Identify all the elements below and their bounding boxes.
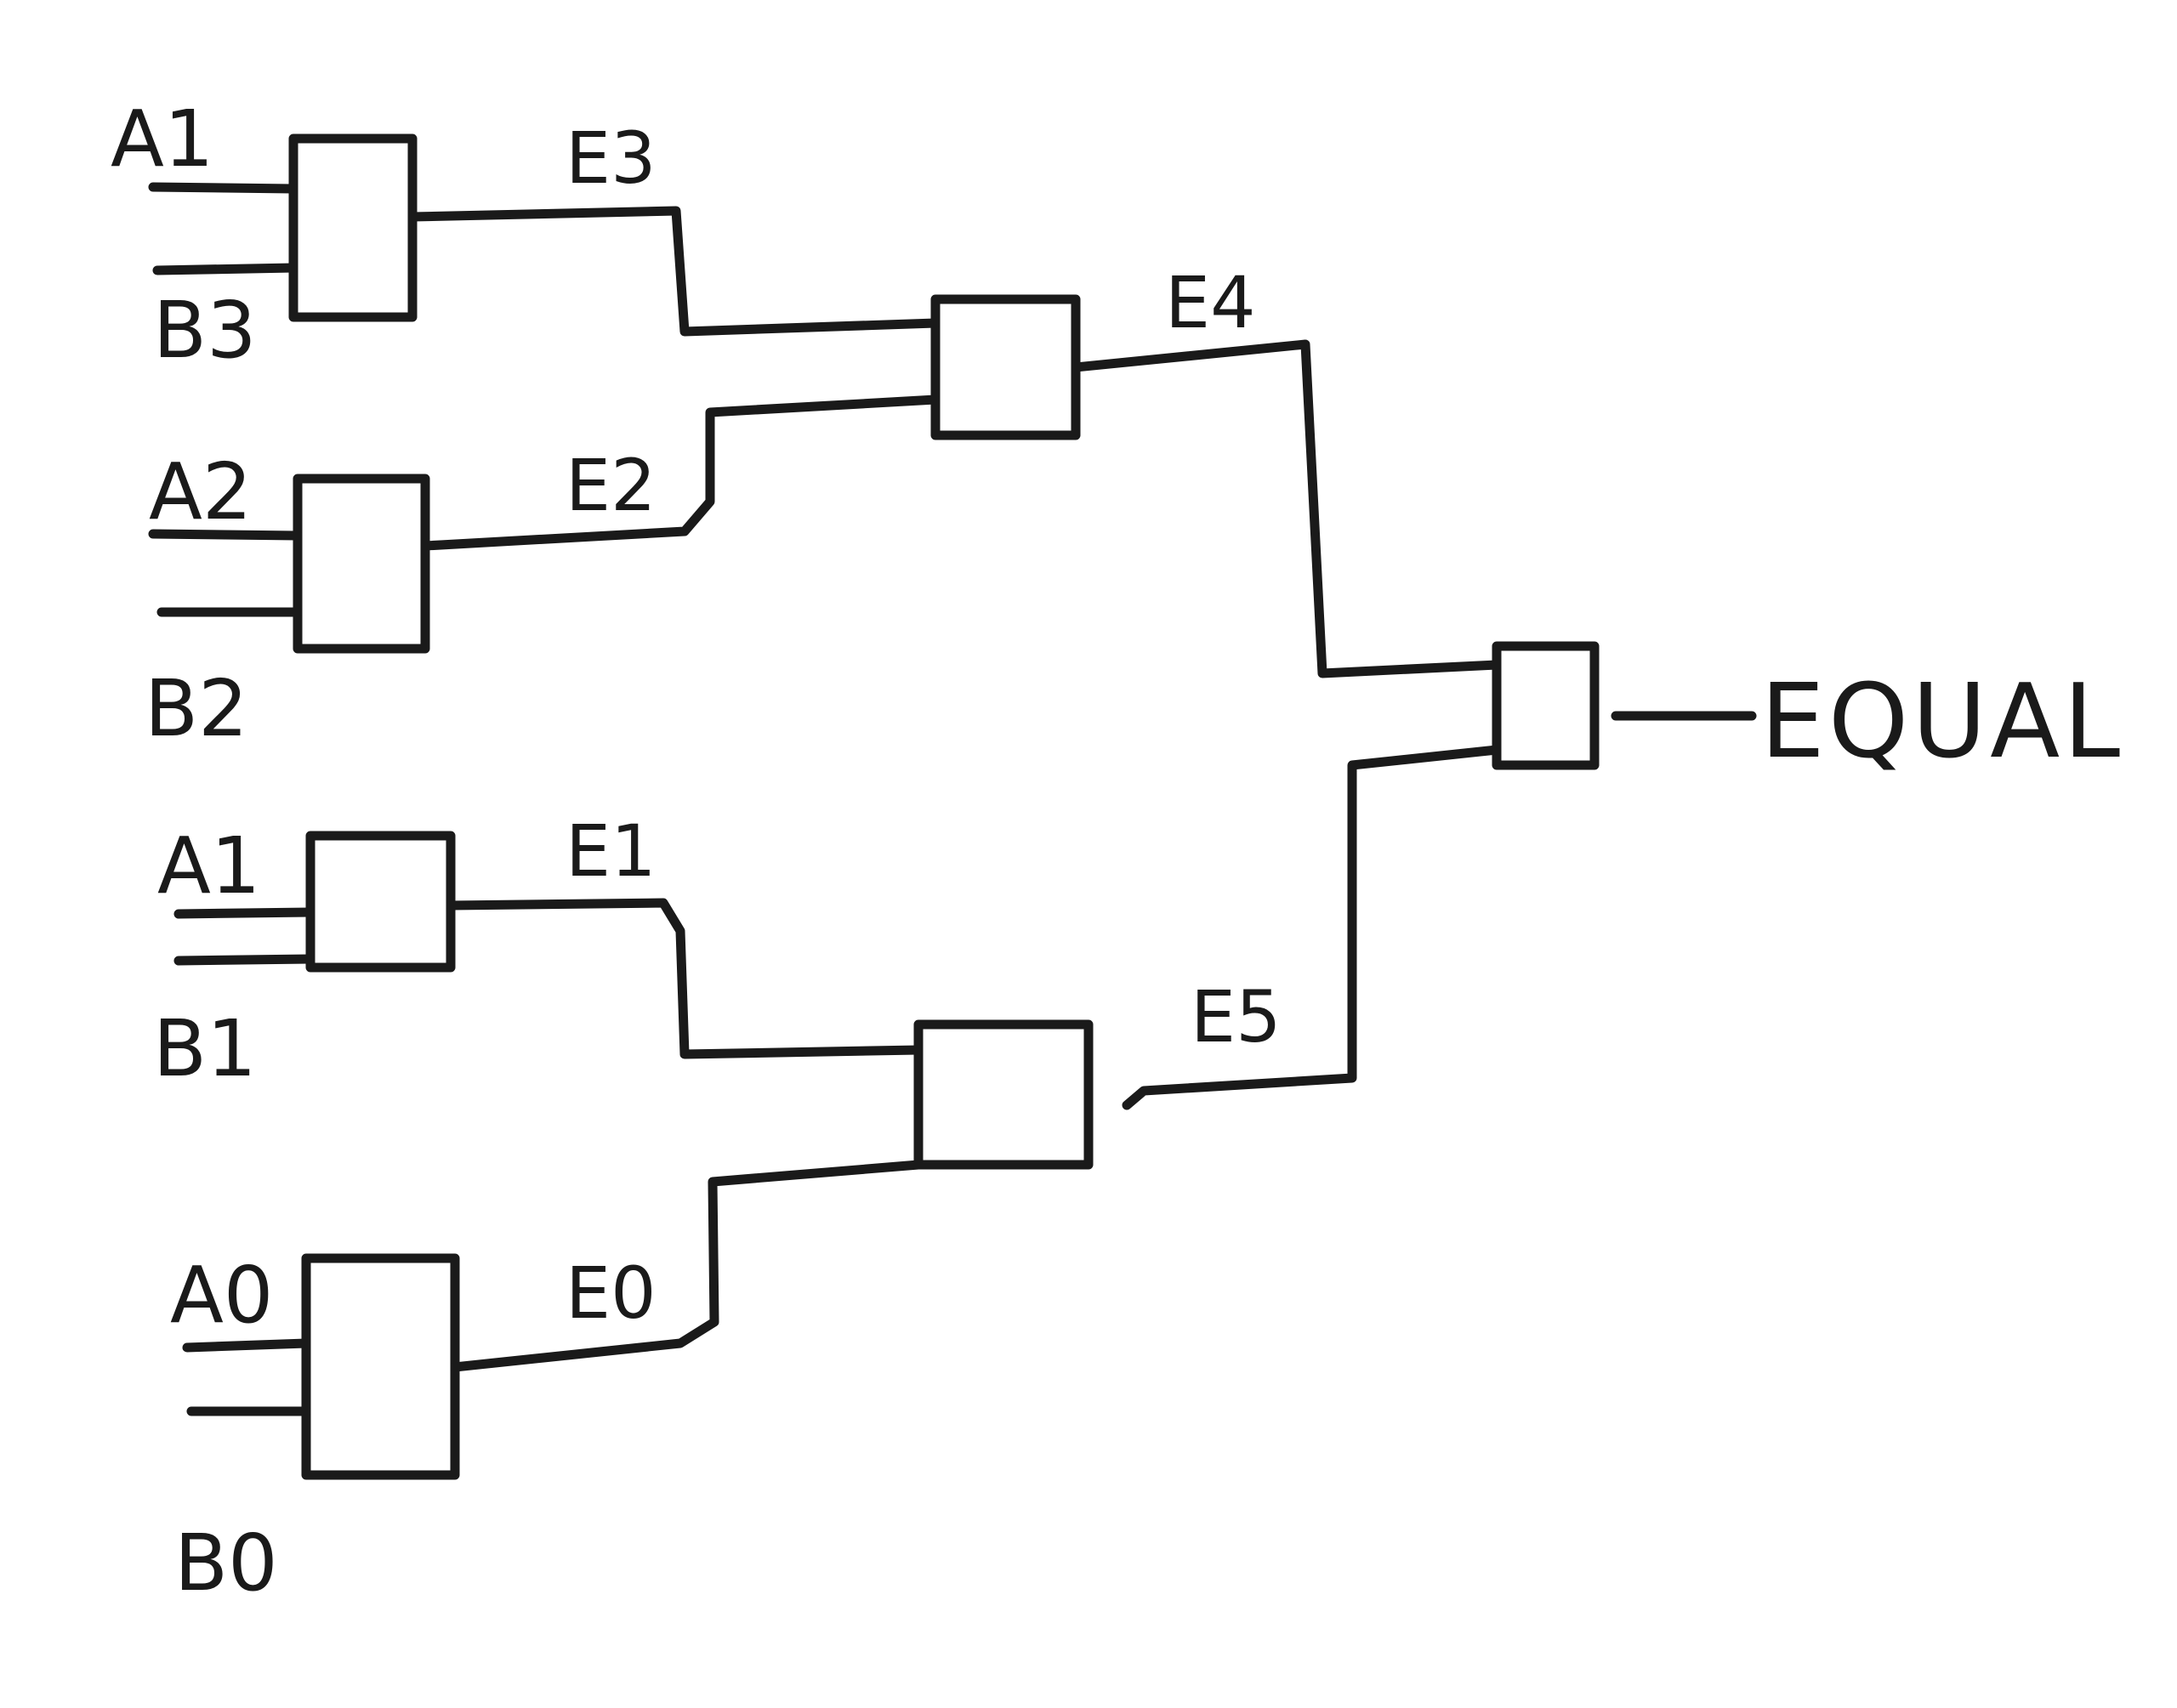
- label-e0: E0: [566, 1251, 657, 1335]
- wire-e3: [407, 206, 941, 337]
- wire-input-a2: [148, 529, 303, 541]
- gate-bit3: [288, 133, 418, 322]
- label-b2: B2: [145, 663, 248, 754]
- wire-e4: [1071, 339, 1502, 678]
- label-e4: E4: [1165, 261, 1256, 344]
- wire-e5: [1122, 745, 1502, 1110]
- label-a3: A1: [111, 94, 213, 184]
- label-e3: E3: [566, 116, 657, 200]
- wire-input-b3: [152, 263, 298, 275]
- label-a0: A0: [170, 1250, 273, 1341]
- label-e5: E5: [1191, 975, 1282, 1058]
- label-e2: E2: [566, 444, 657, 527]
- wire-e0: [450, 1160, 924, 1372]
- gate-bit0: [301, 1253, 460, 1480]
- label-b1: B1: [153, 1003, 257, 1094]
- label-b0: B0: [174, 1518, 278, 1609]
- wire-e2: [420, 394, 941, 551]
- gate-lower-combine: [913, 1019, 1094, 1170]
- wire-input-a0: [182, 1338, 311, 1353]
- label-output: EQUAL: [1760, 663, 2123, 781]
- gate-final: [1492, 641, 1600, 770]
- wire-input-a3: [148, 182, 298, 194]
- gate-upper-combine: [930, 294, 1081, 440]
- label-a1: A1: [157, 820, 260, 911]
- wire-e1: [446, 898, 924, 1059]
- label-b3: B3: [153, 285, 257, 376]
- label-e1: E1: [566, 809, 657, 893]
- wire-input-b1: [173, 954, 315, 966]
- gate-bit2: [293, 474, 430, 654]
- label-a2: A2: [149, 446, 252, 537]
- gate-bit1: [305, 831, 456, 973]
- wire-input-a1: [173, 907, 315, 919]
